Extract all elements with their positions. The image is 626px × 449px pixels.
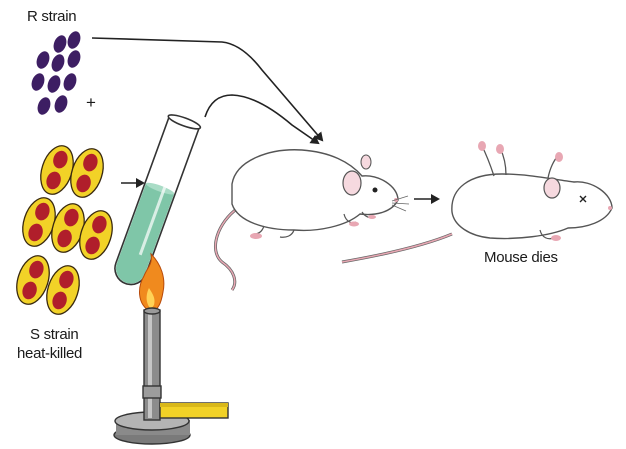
plus-sign: + (86, 93, 96, 113)
r-strain-label: R strain (27, 8, 76, 25)
arrow-tube-to-mouse (205, 95, 318, 143)
r-strain-cells (29, 29, 82, 116)
live-mouse (215, 150, 409, 290)
heat-killed-label: heat-killed (17, 345, 82, 362)
bunsen-burner (114, 308, 228, 444)
s-strain-cells (11, 142, 118, 319)
s-strain-label: S strain (30, 326, 78, 343)
arrow-r-to-mouse (92, 38, 322, 140)
mouse-dies-label: Mouse dies (484, 249, 558, 266)
